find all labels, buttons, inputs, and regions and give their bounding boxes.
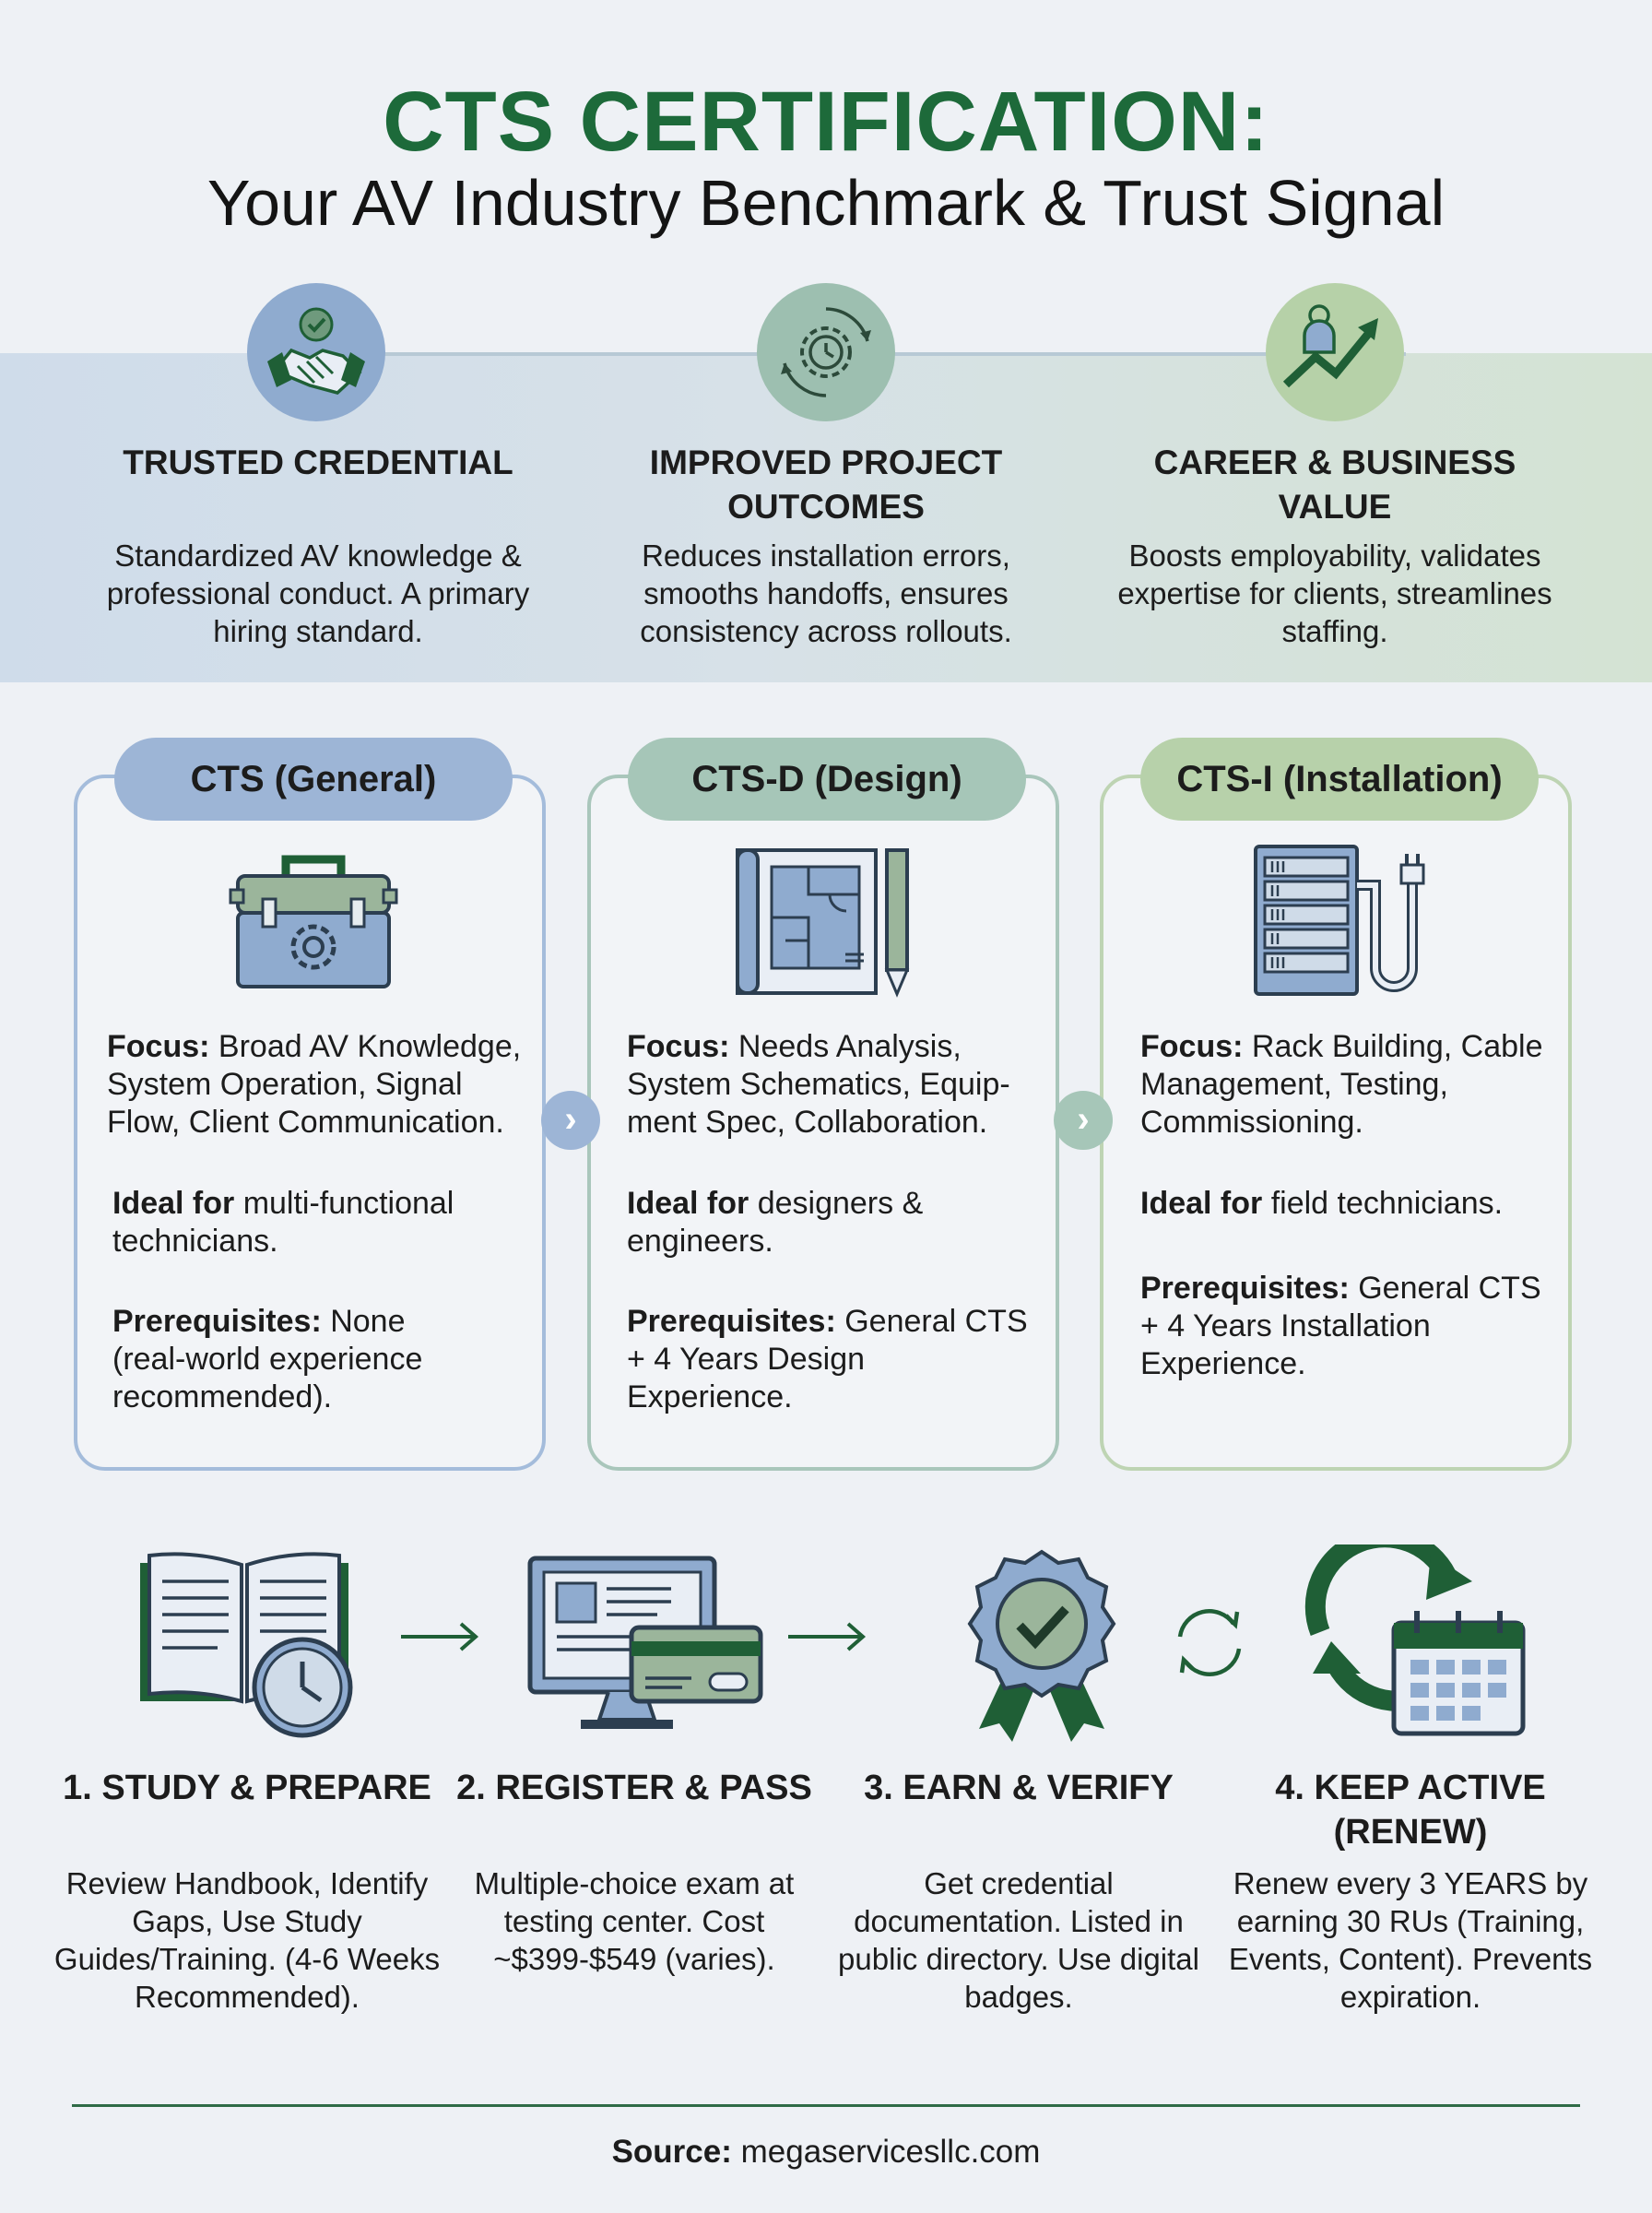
footer-source: Source: megaservicesllc.com [0,2134,1652,2171]
arrow-right-icon [784,1618,876,1655]
cert-prereq-installation: Prerequisites: General CTS + 4 Years Ins… [1140,1270,1546,1383]
prereq-text: General CTS + 4 Years Design Experience. [627,1304,1028,1414]
chevron-right-icon: › [541,1091,600,1150]
arrow-right-icon [396,1618,489,1655]
ideal-text: multi-functional technicians. [112,1186,454,1259]
cert-ideal-design: Ideal for designers & engineers. [627,1185,977,1260]
benefit-title: TRUSTED CREDENTIAL [123,444,513,481]
page-title: CTS CERTIFICATION: [383,75,1269,169]
refresh-icon [1163,1595,1256,1687]
prereq-text: None (real-world experience recommended)… [112,1304,423,1414]
step-title: 4. KEEP ACTIVE (RENEW) [1275,1769,1546,1852]
cert-ideal-installation: Ideal for field technicians. [1140,1185,1546,1223]
step-title: 1. STUDY & PREPARE [63,1769,431,1807]
ideal-label: Ideal for [112,1186,235,1221]
source-link[interactable]: megaservicesllc.com [740,2134,1041,2170]
prereq-label: Prerequisites: [627,1304,836,1339]
benefit-description: Reduces installation errors, smooths han… [640,538,1012,648]
toolbox-icon [221,839,406,1005]
step-description: Multiple-choice exam at testing center. … [474,1866,795,1976]
cert-pill-general: CTS (General) [114,738,513,821]
step-title: 2. REGISTER & PASS [456,1769,812,1807]
prereq-text: General CTS + 4 Years Installation Exper… [1140,1271,1541,1381]
benefit-title: CAREER & BUSINESS VALUE [1153,444,1516,526]
cert-pill-design: CTS-D (Design) [628,738,1026,821]
focus-label: Focus: [107,1029,210,1064]
cert-prereq-design: Prerequisites: General CTS + 4 Years Des… [627,1303,1032,1416]
focus-text: Rack Building, Cable Management, Testing… [1140,1029,1543,1140]
growth-chart-icon [1266,283,1404,421]
cert-focus-general: Focus: Broad AV Knowledge, System Operat… [107,1028,531,1142]
cert-ideal-general: Ideal for multi-functional technicians. [112,1185,518,1260]
badge-check-icon [922,1544,1162,1747]
benefit-description: Boosts employability, validates expertis… [1117,538,1552,648]
step-description: Renew every 3 YEARS by earning 30 RUs (T… [1228,1866,1593,2014]
step-description: Get credential documentation. Listed in … [838,1866,1199,2014]
footer-divider [72,2104,1580,2107]
gear-cycle-icon [757,283,895,421]
ideal-text: designers & engineers. [627,1186,924,1259]
cert-focus-installation: Focus: Rack Building, Cable Management, … [1140,1028,1546,1142]
ideal-label: Ideal for [627,1186,749,1221]
focus-text: Needs Analysis, System Schematics, Equip… [627,1029,1010,1140]
ideal-text: field technicians. [1270,1186,1504,1221]
focus-label: Focus: [1140,1029,1244,1064]
chevron-right-icon: › [1054,1091,1113,1150]
handshake-icon [247,283,385,421]
book-clock-icon [129,1544,369,1747]
step-title: 3. EARN & VERIFY [864,1769,1174,1807]
prereq-label: Prerequisites: [1140,1271,1350,1306]
page-subtitle: Your AV Industry Benchmark & Trust Signa… [206,167,1446,239]
step-description: Review Handbook, Identify Gaps, Use Stud… [53,1866,441,2014]
source-label: Source: [611,2134,732,2170]
cert-focus-design: Focus: Needs Analysis, System Schematics… [627,1028,1032,1142]
focus-text: Broad AV Knowledge, System Operation, Si… [107,1029,522,1140]
renew-calendar-icon [1302,1527,1541,1747]
computer-payment-icon [525,1544,765,1747]
server-rack-icon [1245,839,1429,1005]
benefit-title: IMPROVED PROJECT OUTCOMES [649,444,1003,526]
ideal-label: Ideal for [1140,1186,1263,1221]
focus-label: Focus: [627,1029,730,1064]
prereq-label: Prerequisites: [112,1304,322,1339]
benefit-description: Standardized AV knowledge & professional… [106,538,530,648]
cert-pill-installation: CTS-I (Installation) [1140,738,1539,821]
cert-prereq-general: Prerequisites: None (real-world experien… [112,1303,481,1416]
blueprint-icon [730,839,914,1005]
